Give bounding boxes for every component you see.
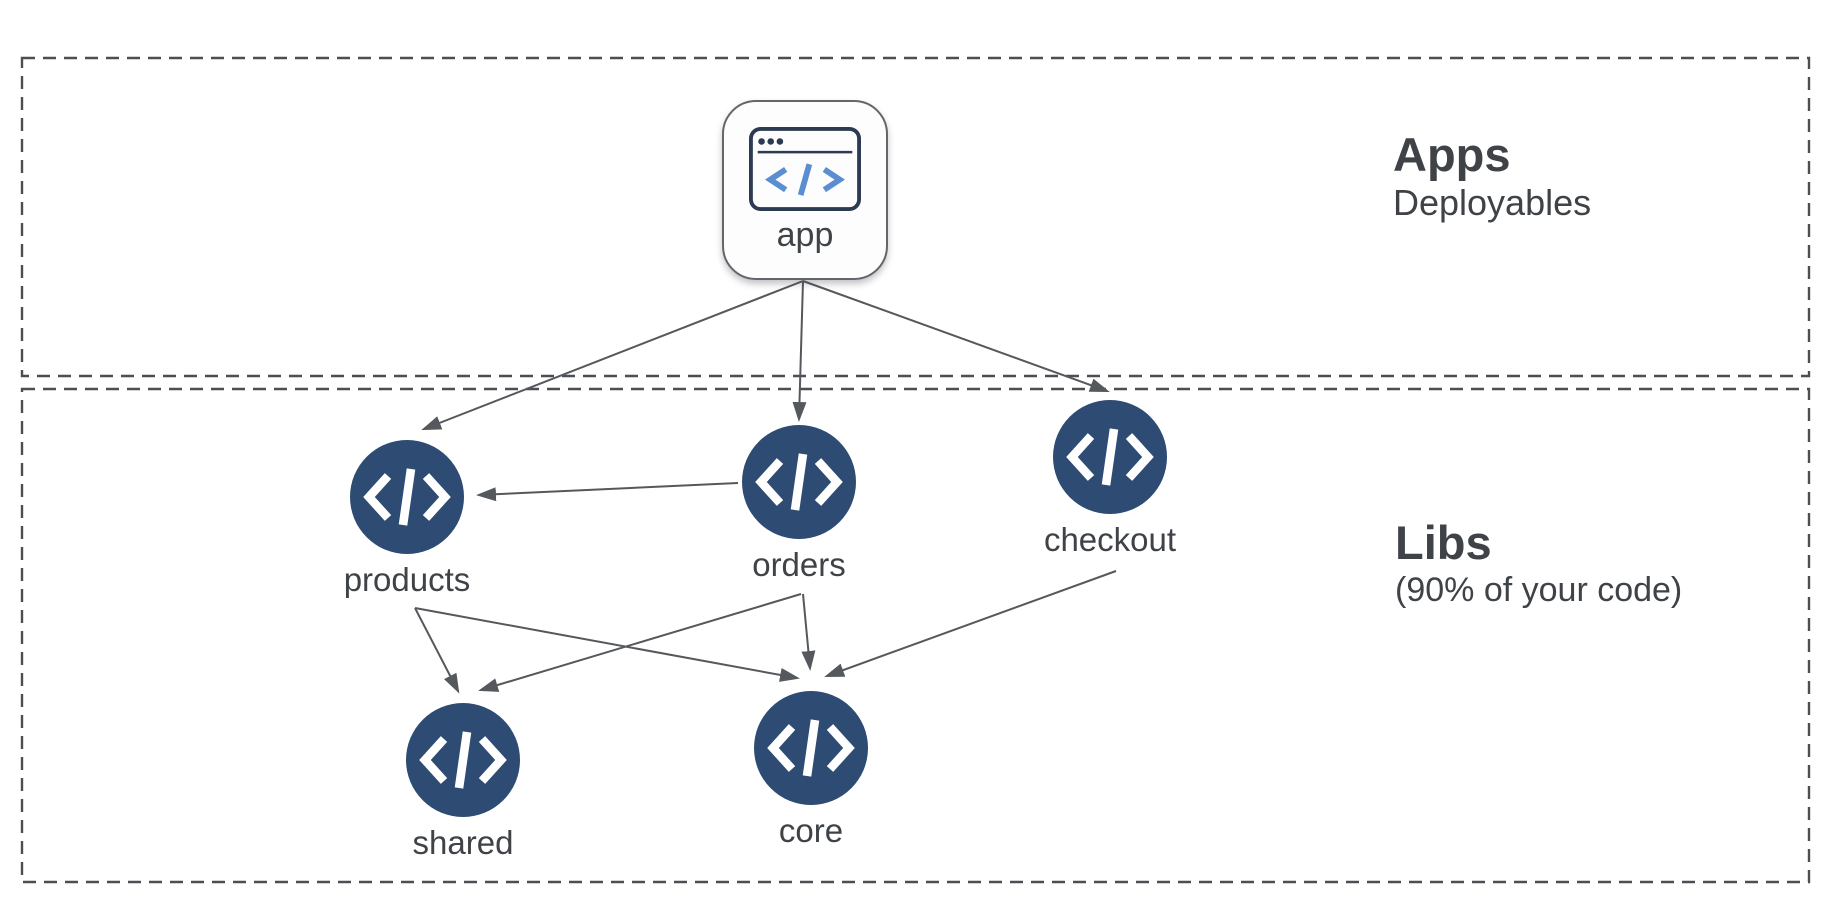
code-circle-icon: [755, 453, 843, 511]
node-products-label: products: [343, 561, 471, 598]
libs-section-subtitle: (90% of your code): [1395, 571, 1683, 609]
checkout-circle: [1053, 400, 1167, 514]
code-circle-icon: [363, 468, 451, 526]
node-products: products: [317, 440, 497, 598]
edge-orders-to-shared: [478, 593, 802, 692]
node-app: app: [722, 100, 888, 280]
libs-boundary-box: [20, 387, 1811, 884]
edge-orders-to-core: [801, 593, 816, 671]
edge-checkout-to-core: [824, 570, 1117, 678]
node-checkout: checkout: [1020, 400, 1200, 558]
node-shared: shared: [373, 703, 553, 861]
edge-app-to-products: [421, 280, 804, 431]
node-orders-label: orders: [752, 546, 846, 583]
node-orders: orders: [709, 425, 889, 583]
node-shared-label: shared: [412, 824, 514, 861]
edge-app-to-checkout: [802, 280, 1110, 393]
edge-products-to-core: [414, 607, 800, 682]
code-circle-icon: [419, 731, 507, 789]
code-circle-icon: [767, 719, 855, 777]
apps-section-subtitle: Deployables: [1393, 182, 1592, 223]
node-checkout-label: checkout: [1043, 521, 1177, 558]
libs-section-title: Libs: [1395, 516, 1492, 569]
edge-products-to-shared: [414, 607, 460, 694]
node-app-label: app: [776, 216, 834, 254]
node-core-label: core: [778, 812, 844, 849]
apps-section-title: Apps: [1393, 128, 1511, 181]
orders-circle: [742, 425, 856, 539]
libs-section-label: Libs (90% of your code): [1395, 516, 1682, 610]
products-circle: [350, 440, 464, 554]
browser-code-icon: [749, 127, 861, 211]
core-circle: [754, 691, 868, 805]
edge-app-to-orders: [792, 280, 807, 422]
apps-section-label: Apps Deployables: [1393, 128, 1591, 224]
apps-boundary-box: [20, 56, 1811, 378]
code-circle-icon: [1066, 428, 1154, 486]
edge-orders-to-products: [476, 482, 739, 502]
shared-circle: [406, 703, 520, 817]
node-core: core: [721, 691, 901, 849]
